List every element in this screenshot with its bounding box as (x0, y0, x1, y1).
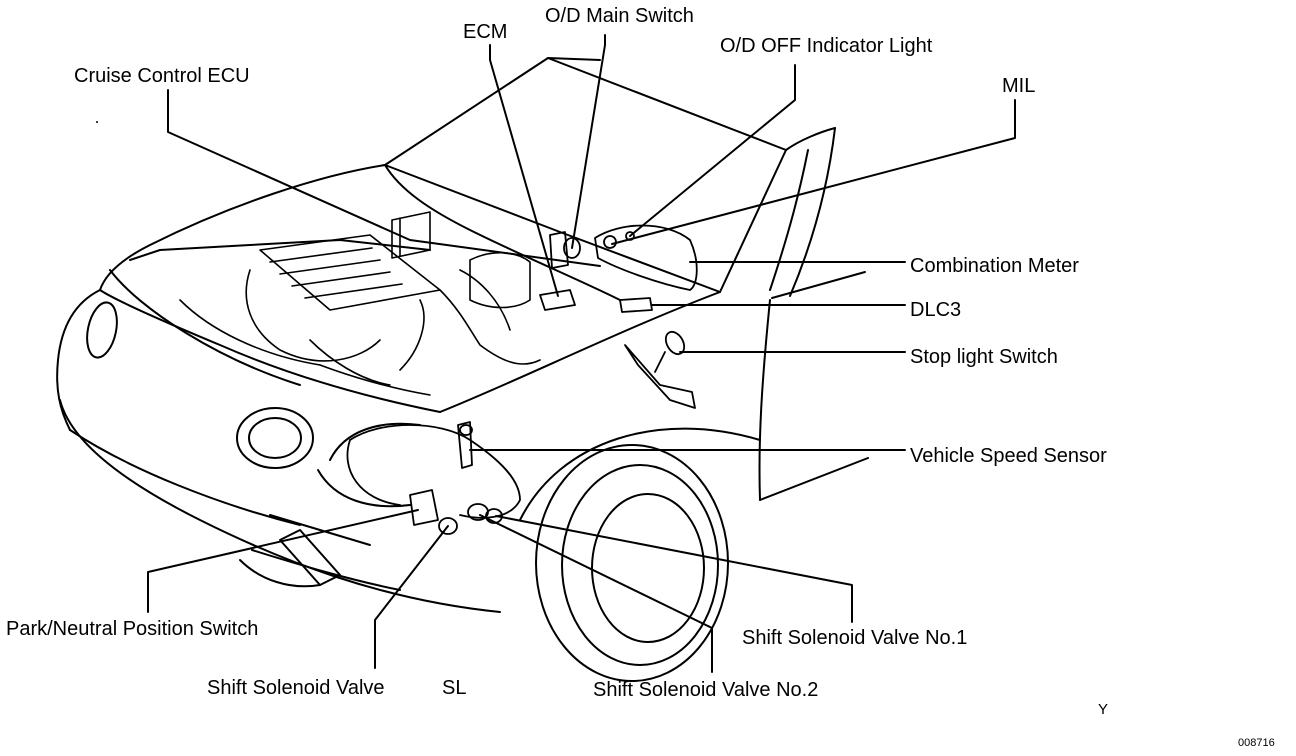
label-cruise-ecu: Cruise Control ECU (74, 65, 250, 87)
label-od-off-indicator: O/D OFF Indicator Light (720, 35, 933, 57)
transaxle-components (346, 421, 521, 535)
label-shift-solenoid-sl: Shift Solenoid Valve (207, 677, 385, 699)
leader-od-off-indicator (629, 64, 796, 237)
leader-park-neutral (147, 509, 419, 613)
leader-od-main-switch (571, 34, 606, 249)
speck (96, 121, 98, 123)
leader-lines (147, 34, 1016, 673)
label-mil: MIL (1002, 75, 1036, 97)
leader-shift-no2 (479, 514, 713, 673)
leader-cruise-ecu (167, 89, 601, 267)
label-shift-solenoid-no1: Shift Solenoid Valve No.1 (742, 627, 968, 649)
front-wheel (519, 427, 761, 682)
label-dlc3: DLC3 (910, 299, 962, 321)
label-park-neutral-switch: Park/Neutral Position Switch (6, 618, 259, 640)
label-od-main-switch: O/D Main Switch (545, 5, 694, 27)
label-stop-light-switch: Stop light Switch (910, 346, 1058, 368)
label-vehicle-speed-sensor: Vehicle Speed Sensor (910, 445, 1107, 467)
label-shift-solenoid-no2: Shift Solenoid Valve No.2 (593, 679, 819, 701)
engine-bay (179, 211, 541, 396)
label-sl: SL (442, 677, 467, 699)
label-ecm: ECM (463, 21, 508, 43)
leader-shift-sl (374, 525, 449, 669)
car-body-outline (56, 57, 869, 613)
leader-mil (611, 99, 1016, 245)
label-combination-meter: Combination Meter (910, 255, 1079, 277)
leader-ecm (489, 44, 559, 297)
figure-code: 008716 (1238, 737, 1275, 749)
leader-shift-no1 (495, 515, 853, 623)
corner-mark: Y (1098, 701, 1109, 718)
